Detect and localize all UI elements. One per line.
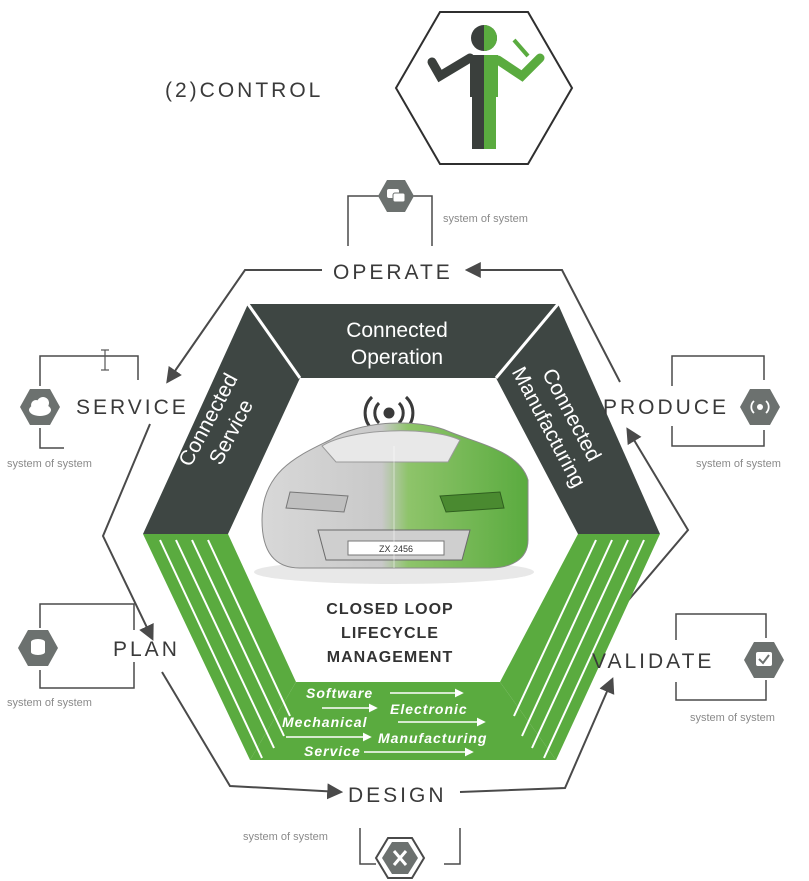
band-top-line2: Operation [351, 346, 443, 369]
produce-sos-text: system of system [696, 458, 781, 470]
database-icon [18, 630, 58, 666]
operate-sos-group: system of system [347, 180, 528, 246]
cross-tools-icon [374, 837, 426, 879]
connected-car-image: ZX 2456 [254, 395, 534, 584]
produce-sos-group: system of system [671, 355, 781, 470]
domain-manufacturing: Manufacturing [378, 730, 487, 746]
center-title-line3: MANAGEMENT [327, 649, 453, 666]
band-top-line1: Connected [346, 319, 448, 342]
service-sos-text: system of system [7, 458, 92, 470]
text-cursor-icon [101, 349, 109, 371]
domain-service: Service [304, 743, 361, 759]
plan-sos-text: system of system [7, 697, 92, 709]
wireless-signal-icon [740, 389, 780, 425]
cars-icon [378, 180, 414, 212]
service-sos-group: system of system [7, 349, 139, 470]
center-title-line2: LIFECYCLE [341, 625, 439, 642]
control-label: (2)CONTROL [165, 79, 323, 102]
stage-validate: VALIDATE [592, 650, 714, 673]
engineering-domains: Software Electronic Mechanical Manufactu… [282, 685, 487, 759]
stage-service: SERVICE [76, 396, 189, 419]
green-lower-band [143, 534, 660, 760]
validate-sos-group: system of system [675, 613, 784, 724]
operate-sos-text: system of system [443, 213, 528, 225]
controller-person-icon [394, 11, 574, 165]
stage-produce: PRODUCE [603, 396, 729, 419]
domain-software: Software [306, 685, 373, 701]
domain-mechanical: Mechanical [282, 714, 368, 730]
design-sos-text: system of system [243, 831, 328, 843]
validate-sos-text: system of system [690, 712, 775, 724]
center-title-line1: CLOSED LOOP [326, 601, 453, 618]
stage-design: DESIGN [348, 784, 447, 807]
design-sos-group: system of system [243, 828, 461, 879]
cloud-icon [20, 389, 60, 425]
connected-bands [143, 303, 660, 534]
wireless-broadcast-icon [363, 395, 415, 431]
plan-sos-group: system of system [7, 603, 135, 709]
stage-plan: PLAN [113, 638, 180, 661]
checkbox-icon [744, 642, 784, 678]
license-plate: ZX 2456 [379, 544, 413, 554]
stage-operate: OPERATE [333, 261, 453, 284]
domain-electronic: Electronic [390, 701, 468, 717]
